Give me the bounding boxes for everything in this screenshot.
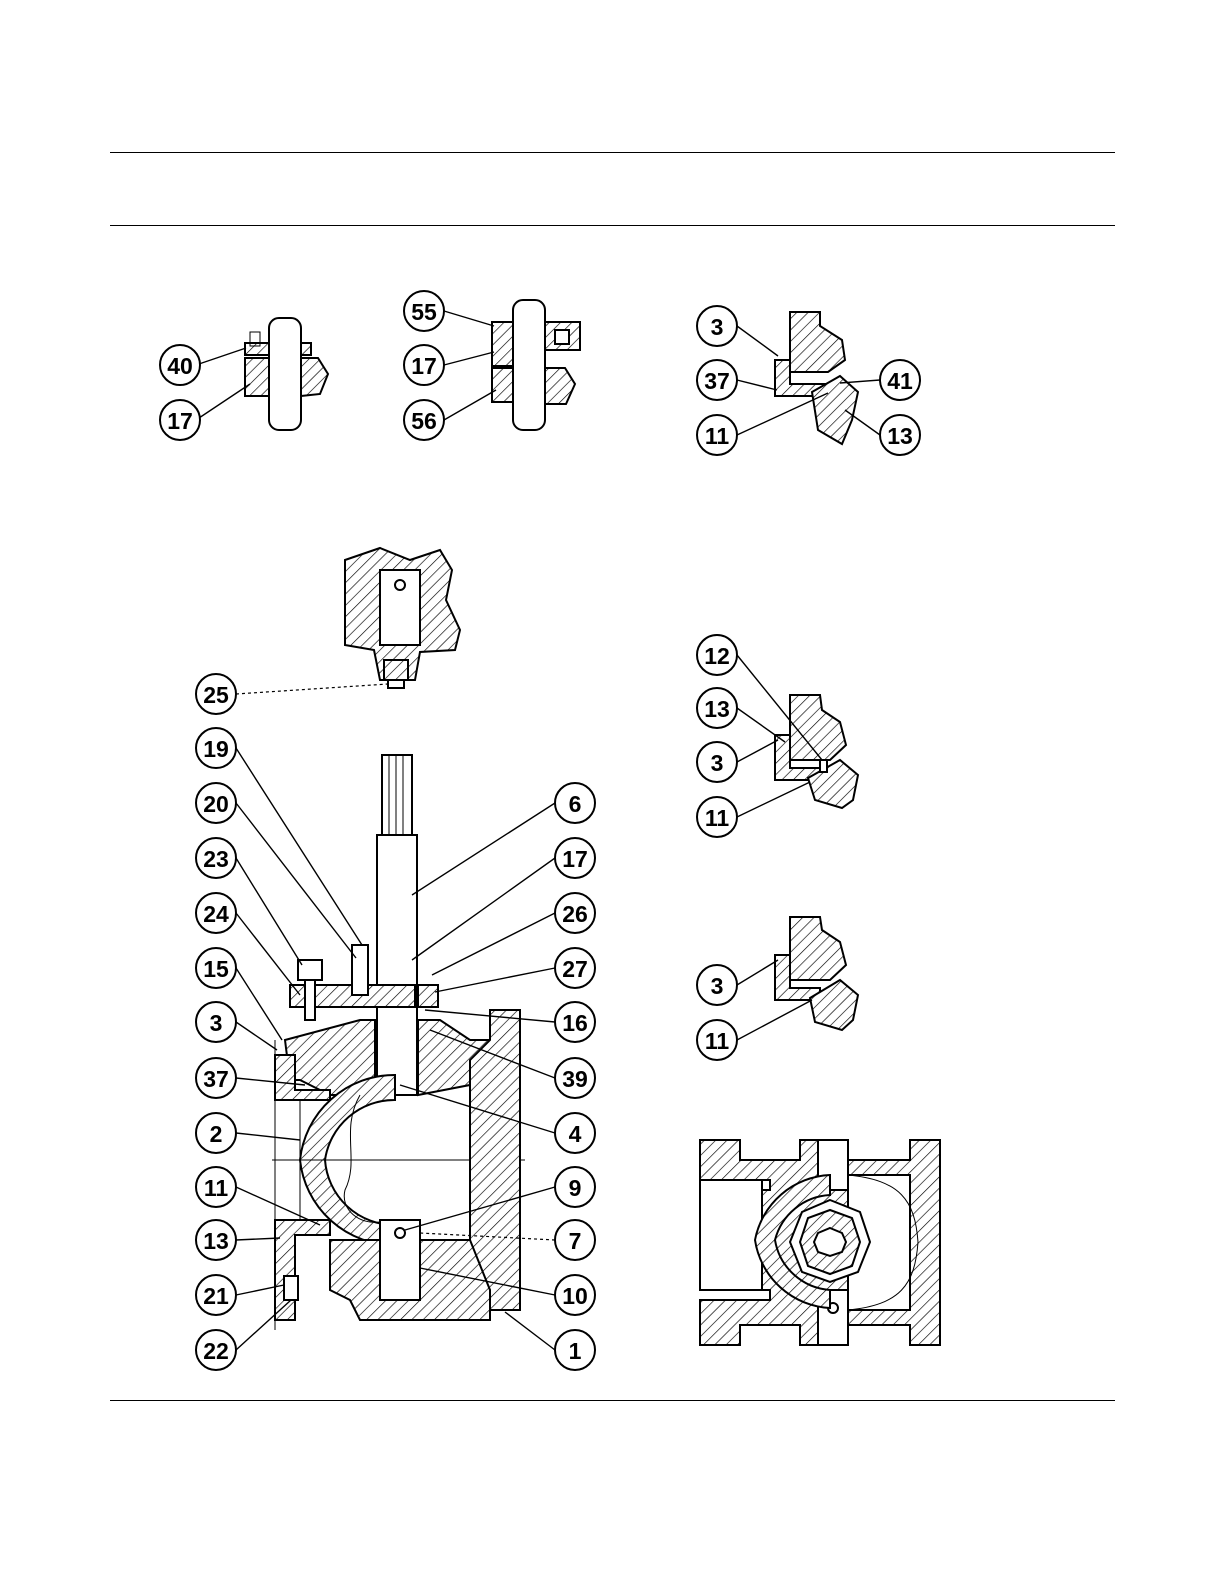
callout-3: 3: [697, 306, 737, 346]
callout-label: 22: [203, 1338, 229, 1364]
callout-26: 26: [555, 893, 595, 933]
callout-13: 13: [196, 1220, 236, 1260]
callout-19: 19: [196, 728, 236, 768]
callout-11: 11: [697, 797, 737, 837]
callout-10: 10: [555, 1275, 595, 1315]
callout-22: 22: [196, 1330, 236, 1370]
callout-label: 10: [562, 1283, 588, 1309]
callout-16: 16: [555, 1002, 595, 1042]
callout-label: 55: [411, 299, 437, 325]
callout-7: 7: [555, 1220, 595, 1260]
callout-37: 37: [697, 360, 737, 400]
callout-21: 21: [196, 1275, 236, 1315]
callout-17: 17: [160, 400, 200, 440]
callout-label: 40: [167, 353, 193, 379]
callout-25: 25: [196, 674, 236, 714]
packing-detail-b: [444, 300, 580, 430]
callout-41: 41: [880, 360, 920, 400]
callout-label: 3: [711, 750, 724, 776]
callout-label: 13: [887, 423, 913, 449]
callout-label: 13: [704, 696, 730, 722]
packing-detail-a: [196, 318, 328, 430]
callout-label: 15: [203, 956, 229, 982]
seat-detail-c: [737, 917, 858, 1040]
callout-17: 17: [555, 838, 595, 878]
callout-label: 11: [204, 1175, 229, 1201]
callout-label: 23: [203, 846, 229, 872]
callout-label: 17: [411, 353, 437, 379]
callout-11: 11: [196, 1167, 236, 1207]
callout-17: 17: [404, 345, 444, 385]
callout-label: 19: [203, 736, 229, 762]
callout-label: 6: [569, 791, 582, 817]
callout-label: 27: [562, 956, 588, 982]
callout-label: 9: [569, 1175, 582, 1201]
callout-13: 13: [880, 415, 920, 455]
callout-label: 1: [569, 1338, 582, 1364]
callout-label: 16: [562, 1010, 588, 1036]
callout-3: 3: [697, 742, 737, 782]
main-assembly: [236, 748, 555, 1350]
callout-40: 40: [160, 345, 200, 385]
callout-label: 17: [167, 408, 193, 434]
callout-label: 56: [411, 408, 437, 434]
callout-label: 25: [203, 682, 229, 708]
callout-label: 41: [887, 368, 913, 394]
callout-3: 3: [697, 965, 737, 1005]
callout-label: 17: [562, 846, 588, 872]
callout-37: 37: [196, 1058, 236, 1098]
seat-detail-b: [737, 655, 858, 817]
callout-20: 20: [196, 783, 236, 823]
callout-39: 39: [555, 1058, 595, 1098]
callout-15: 15: [196, 948, 236, 988]
seat-detail-a: [737, 312, 880, 444]
callout-label: 24: [203, 901, 229, 927]
callout-label: 26: [562, 901, 588, 927]
callout-11: 11: [697, 415, 737, 455]
callout-label: 3: [711, 314, 724, 340]
callout-label: 3: [711, 973, 724, 999]
callout-label: 21: [203, 1283, 229, 1309]
callout-label: 11: [705, 1028, 730, 1054]
callout-9: 9: [555, 1167, 595, 1207]
callout-56: 56: [404, 400, 444, 440]
callout-label: 7: [569, 1228, 582, 1254]
callout-label: 11: [705, 805, 730, 831]
callout-55: 55: [404, 291, 444, 331]
callout-3: 3: [196, 1002, 236, 1042]
callout-label: 11: [705, 423, 730, 449]
callout-label: 13: [203, 1228, 229, 1254]
callout-1: 1: [555, 1330, 595, 1370]
callout-label: 37: [203, 1066, 229, 1092]
callout-23: 23: [196, 838, 236, 878]
plug-detail: [236, 548, 460, 694]
callout-24: 24: [196, 893, 236, 933]
callout-6: 6: [555, 783, 595, 823]
callout-label: 12: [704, 643, 730, 669]
callout-label: 37: [704, 368, 730, 394]
section-view: [700, 1140, 940, 1345]
callout-label: 20: [203, 791, 229, 817]
callout-label: 39: [562, 1066, 588, 1092]
callout-label: 2: [210, 1121, 223, 1147]
callout-27: 27: [555, 948, 595, 988]
callout-4: 4: [555, 1113, 595, 1153]
callout-11: 11: [697, 1020, 737, 1060]
callout-label: 3: [210, 1010, 223, 1036]
callout-2: 2: [196, 1113, 236, 1153]
callout-12: 12: [697, 635, 737, 675]
callout-13: 13: [697, 688, 737, 728]
callout-label: 4: [569, 1121, 582, 1147]
